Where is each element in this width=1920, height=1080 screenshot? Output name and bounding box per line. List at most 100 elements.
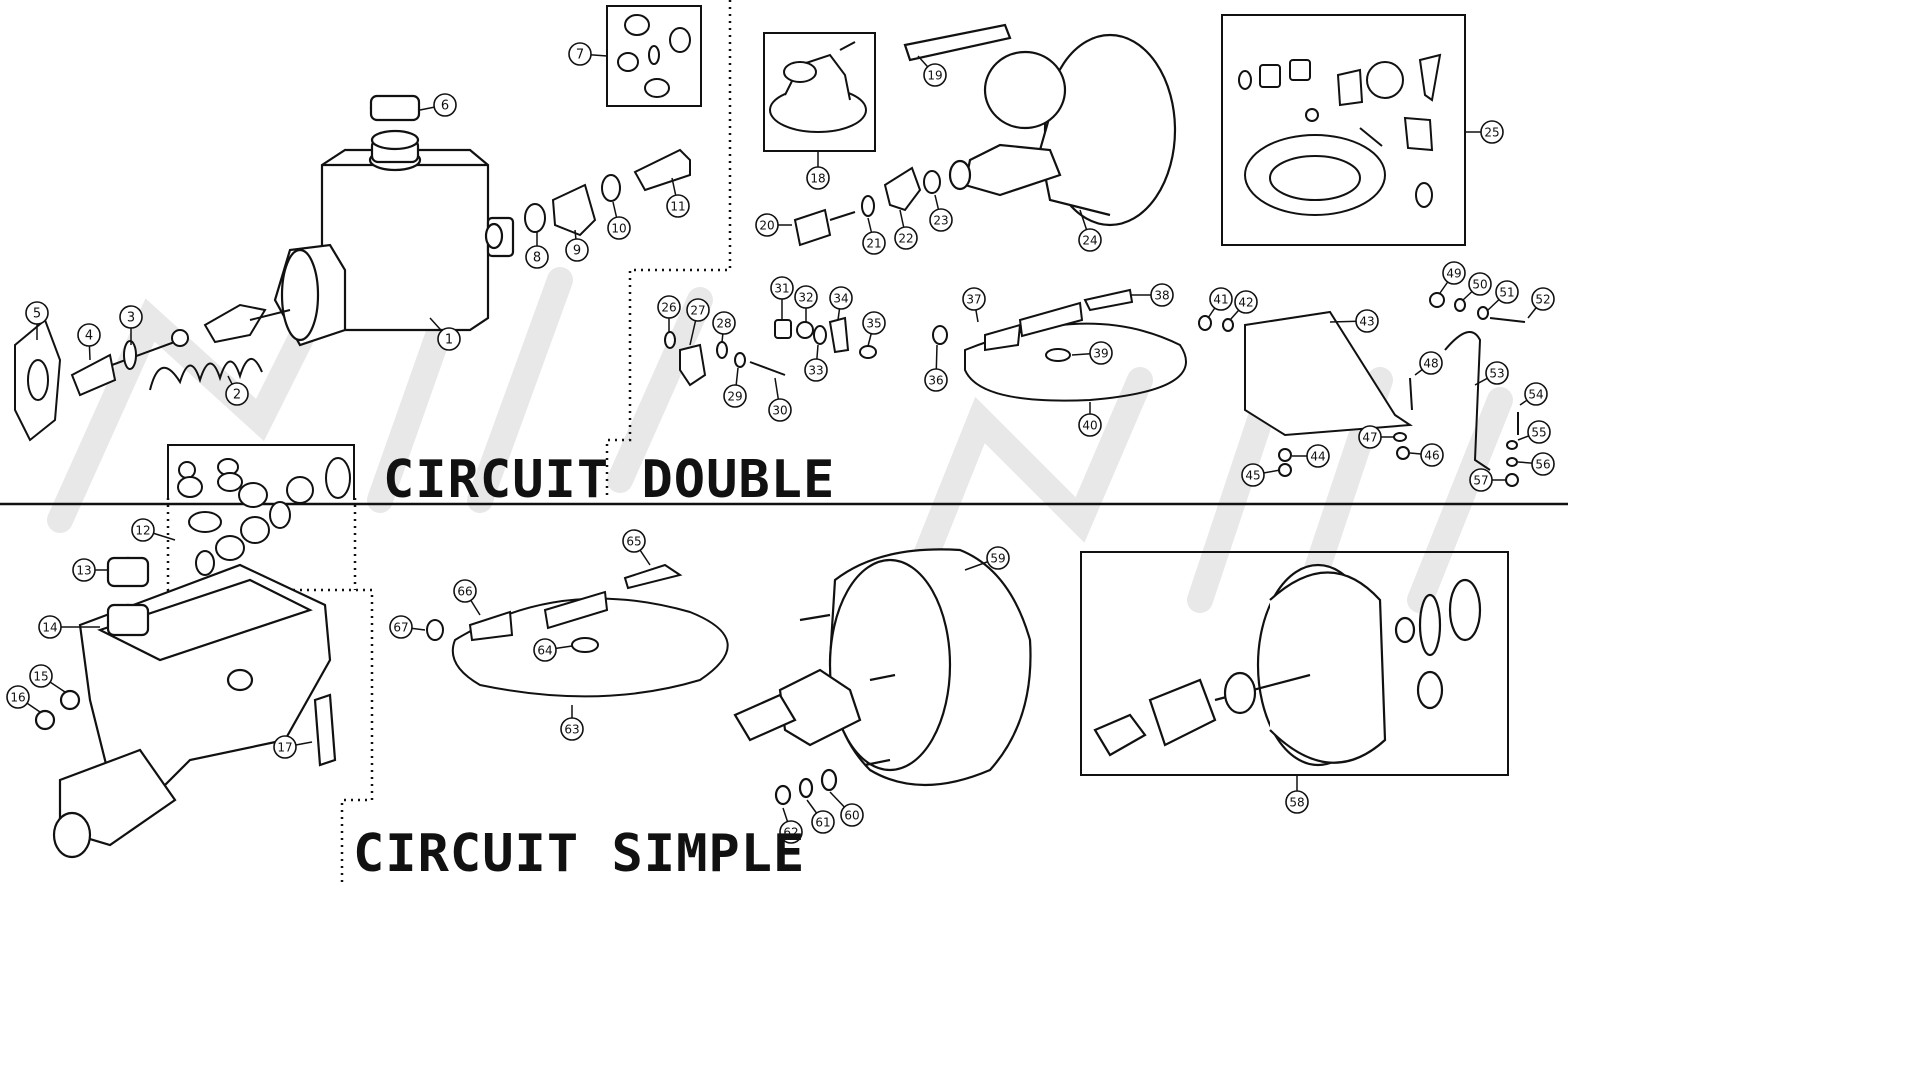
callout-circle [560,717,584,741]
callout-circle [1358,425,1382,449]
callout-circle [712,311,736,335]
callout-number: 20 [759,219,774,233]
callout-number: 64 [537,644,552,658]
master-cylinder-double [273,94,515,347]
callout-circle [840,803,864,827]
servo-unit-24 [903,23,1177,227]
callout-number: 52 [1535,293,1550,307]
callout-41: 41 [1207,287,1233,319]
callout-number: 51 [1499,286,1514,300]
callout-2: 2 [225,375,249,406]
callout-44: 44 [1292,444,1330,468]
callout-28: 28 [712,311,736,343]
callout-number: 16 [10,691,25,705]
callout-53: 53 [1474,361,1509,386]
callout-circle [1419,351,1443,375]
callout-54: 54 [1519,382,1548,406]
callout-number: 30 [772,404,787,418]
callout-51: 51 [1487,280,1519,311]
callout-number: 9 [573,244,581,259]
callout-circle [929,208,953,232]
section-title-simple: CIRCUIT SIMPLE [353,824,806,884]
callout-circle [862,231,886,255]
callout-number: 49 [1446,267,1461,281]
callout-circle [453,579,477,603]
callout-24: 24 [1078,209,1102,252]
callout-18: 18 [806,152,830,190]
callout-circle [622,529,646,553]
callout-number: 43 [1359,315,1374,329]
callout-circle [1485,361,1509,385]
callout-47: 47 [1358,425,1395,449]
callout-circle [794,285,818,309]
callout-61: 61 [806,799,835,834]
callout-5: 5 [25,301,49,340]
clips-26-35 [664,316,877,387]
callout-circle [38,615,62,639]
callout-number: 35 [866,317,881,331]
callout-63: 63 [560,705,584,741]
callout-circle [1442,261,1466,285]
callout-25: 25 [1465,120,1504,144]
callout-number: 33 [808,364,823,378]
callout-circle [923,63,947,87]
callout-43: 43 [1329,309,1379,333]
callout-number: 25 [1484,126,1499,140]
callout-circle [1469,468,1493,492]
callout-32: 32 [794,285,818,323]
callout-number: 8 [533,251,541,266]
callout-39: 39 [1071,341,1113,365]
callout-number: 65 [626,535,641,549]
callout-number: 46 [1424,449,1439,463]
callout-circle [1078,228,1102,252]
callout-17: 17 [273,735,313,759]
callout-circle [755,213,779,237]
callout-circle [77,323,101,347]
callout-number: 55 [1531,426,1546,440]
callout-number: 39 [1093,347,1108,361]
callout-40: 40 [1078,402,1102,437]
callout-circle [1150,283,1174,307]
callout-circle [666,194,690,218]
callout-number: 67 [393,621,408,635]
fittings-20-23 [793,166,941,247]
callout-33: 33 [804,344,828,382]
callout-circle [806,166,830,190]
callout-20: 20 [755,213,792,237]
callout-circle [1420,443,1444,467]
callout-circle [389,615,413,639]
callout-45: 45 [1241,463,1281,487]
callout-circle [1480,120,1504,144]
callout-58: 58 [1285,775,1309,814]
callout-circle [723,384,747,408]
callout-number: 36 [928,374,943,388]
callout-number: 63 [564,723,579,737]
callout-14: 14 [38,615,100,639]
callout-38: 38 [1130,283,1174,307]
callout-29: 29 [723,367,747,408]
callout-circle [119,305,143,329]
callout-number: 42 [1238,296,1253,310]
callout-number: 26 [661,301,676,315]
callout-number: 54 [1528,388,1543,402]
callout-9: 9 [565,229,589,262]
callout-number: 45 [1245,469,1260,483]
callout-circle [525,245,549,269]
callout-number: 5 [33,307,41,322]
callout-circle [1089,341,1113,365]
banjo-fittings [524,148,691,237]
callout-circle [29,664,53,688]
callout-circle [894,226,918,250]
callout-11: 11 [666,177,690,218]
callout-8: 8 [525,232,549,269]
callout-circle [962,287,986,311]
vacuum-hose-63 [426,563,729,698]
callout-circle [533,638,557,662]
callout-23: 23 [929,194,953,232]
callout-number: 53 [1489,367,1504,381]
callout-number: 56 [1535,458,1550,472]
callout-number: 28 [716,317,731,331]
callout-31: 31 [770,276,794,320]
callout-circle [1234,290,1258,314]
